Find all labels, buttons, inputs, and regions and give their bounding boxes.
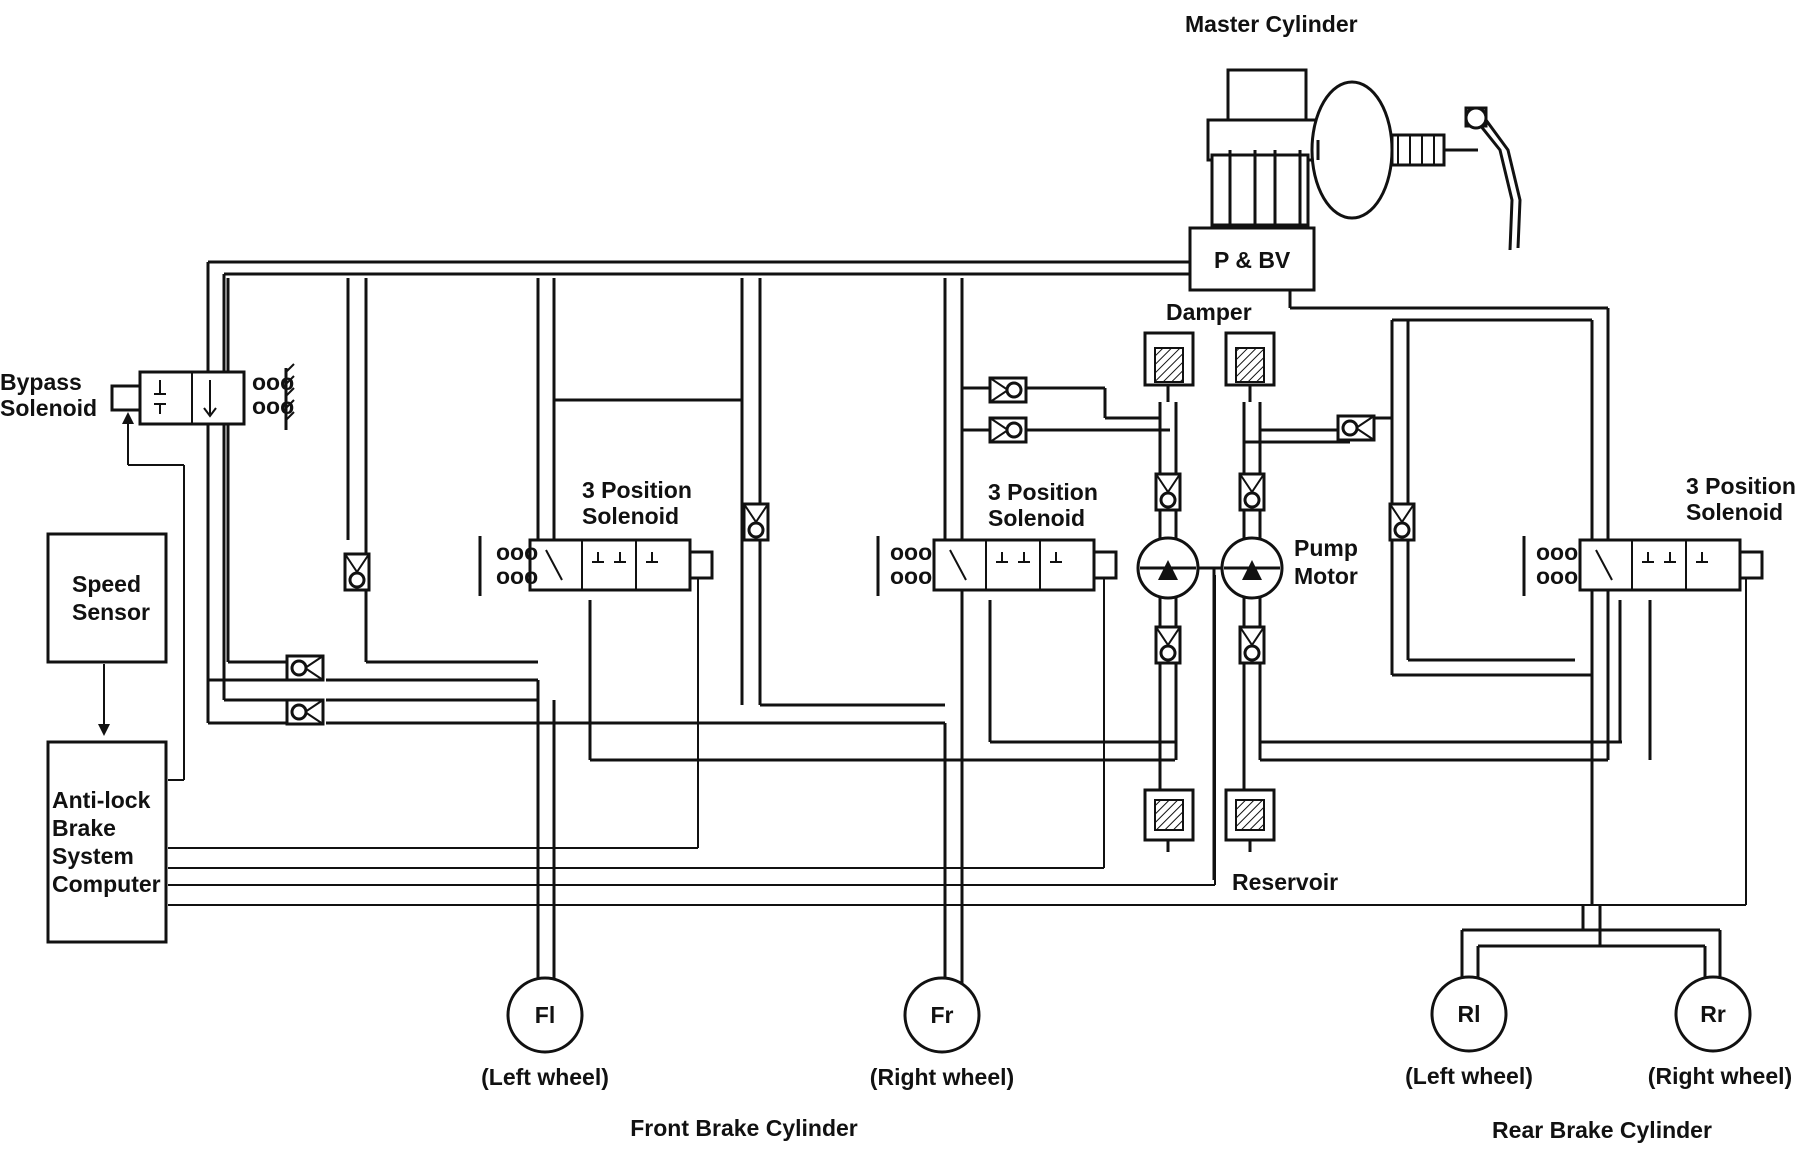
solenoid1-label-1: 3 Position (582, 477, 692, 503)
wheel-rr (1674, 975, 1752, 1053)
dampers (1143, 331, 1276, 402)
svg-text:ooo: ooo (496, 563, 538, 589)
rear-brake-group-label: Rear Brake Cylinder (1492, 1117, 1712, 1143)
check-valves (285, 376, 1416, 726)
svg-text:ooo: ooo (1536, 563, 1578, 589)
solenoid2-label-2: Solenoid (988, 505, 1085, 531)
abs-computer-label-2: Brake (52, 815, 116, 841)
master-cylinder-label: Master Cylinder (1185, 11, 1358, 37)
reservoirs (1143, 788, 1276, 852)
svg-text:ooo: ooo (1536, 539, 1578, 565)
wheel-rl (1430, 975, 1508, 1053)
abs-computer-box (46, 740, 168, 944)
hydraulic-lines (206, 260, 1722, 985)
abs-computer-label-3: System (52, 843, 134, 869)
pbv-label: P & BV (1214, 247, 1291, 273)
wheel-fr-label: Fr (931, 1002, 954, 1028)
pbv-valve (1188, 226, 1316, 292)
wheel-fr (903, 976, 981, 1054)
solenoid-rear: ooo ooo (1522, 536, 1764, 596)
wheel-rl-caption: (Left wheel) (1405, 1063, 1533, 1089)
solenoid3-label-2: Solenoid (1686, 499, 1783, 525)
svg-text:ooo: ooo (890, 539, 932, 565)
solenoid-front-left: ooo ooo (478, 536, 714, 596)
svg-text:ooo: ooo (496, 539, 538, 565)
abs-computer-label-1: Anti-lock (52, 787, 151, 813)
wheel-rl-label: Rl (1458, 1001, 1481, 1027)
pump-motor-label-2: Motor (1294, 563, 1358, 589)
damper-label: Damper (1166, 299, 1252, 325)
control-wires (98, 412, 1747, 906)
reservoir-label: Reservoir (1232, 869, 1338, 895)
solenoid-front-right: ooo ooo (876, 536, 1118, 596)
abs-computer-label-4: Computer (52, 871, 161, 897)
svg-text:ooo: ooo (890, 563, 932, 589)
bypass-solenoid: ooo ooo (110, 363, 295, 430)
bypass-solenoid-label-2: Solenoid (0, 395, 97, 421)
solenoid2-label-1: 3 Position (988, 479, 1098, 505)
solenoid3-label-1: 3 Position (1686, 473, 1796, 499)
bypass-solenoid-label-1: Bypass (0, 369, 82, 395)
pump-motor-label-1: Pump (1294, 535, 1358, 561)
pump-motor (1136, 536, 1284, 600)
speed-sensor-label-2: Sensor (72, 599, 150, 625)
solenoid1-label-2: Solenoid (582, 503, 679, 529)
front-brake-group-label: Front Brake Cylinder (630, 1115, 858, 1141)
wheel-rr-label: Rr (1700, 1001, 1726, 1027)
speed-sensor-box (46, 532, 168, 664)
wheel-rr-caption: (Right wheel) (1648, 1063, 1792, 1089)
speed-sensor-label-1: Speed (72, 571, 141, 597)
wheel-fr-caption: (Right wheel) (870, 1064, 1014, 1090)
wheel-fl (506, 976, 584, 1054)
wheel-fl-label: Fl (535, 1002, 555, 1028)
master-cylinder-assembly (1206, 68, 1522, 251)
wheel-fl-caption: (Left wheel) (481, 1064, 609, 1090)
